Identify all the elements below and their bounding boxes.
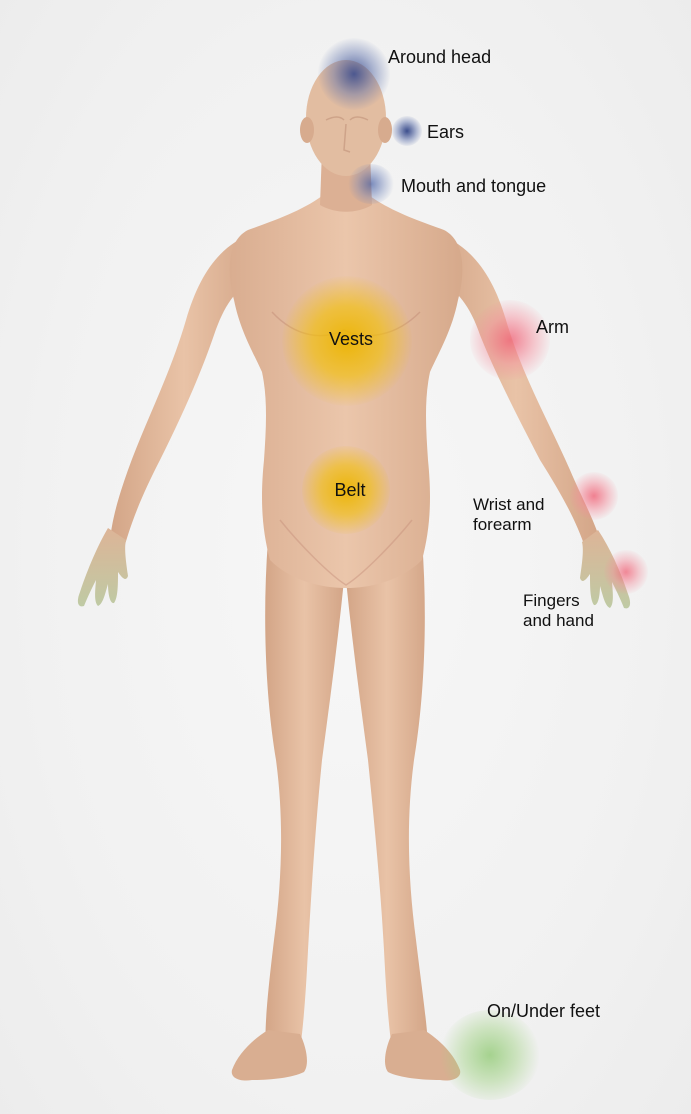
- left-ear: [300, 117, 314, 143]
- vests-zone-label: Vests: [329, 329, 373, 350]
- ears-zone[interactable]: [392, 116, 422, 146]
- head-zone-label: Around head: [388, 47, 491, 68]
- right-leg: [346, 540, 428, 1050]
- feet-zone[interactable]: [440, 1010, 540, 1100]
- fingers-zone[interactable]: [604, 550, 648, 594]
- arm-zone[interactable]: [470, 300, 550, 380]
- mouth-zone[interactable]: [348, 164, 394, 204]
- head-zone[interactable]: [318, 38, 390, 110]
- arm-zone-label: Arm: [536, 317, 569, 338]
- left-leg: [265, 540, 344, 1050]
- ears-zone-label: Ears: [427, 122, 464, 143]
- mouth-zone-label: Mouth and tongue: [401, 176, 546, 197]
- fingers-zone-label: Fingers and hand: [523, 591, 594, 631]
- figure-body: [78, 60, 630, 1081]
- feet-zone-label: On/Under feet: [487, 1001, 600, 1022]
- wrist-zone-label: Wrist and forearm: [473, 495, 545, 535]
- left-foot: [232, 1030, 307, 1081]
- belt-zone-label: Belt: [334, 480, 365, 501]
- left-hand: [78, 528, 128, 606]
- wrist-zone[interactable]: [570, 472, 618, 520]
- right-ear: [378, 117, 392, 143]
